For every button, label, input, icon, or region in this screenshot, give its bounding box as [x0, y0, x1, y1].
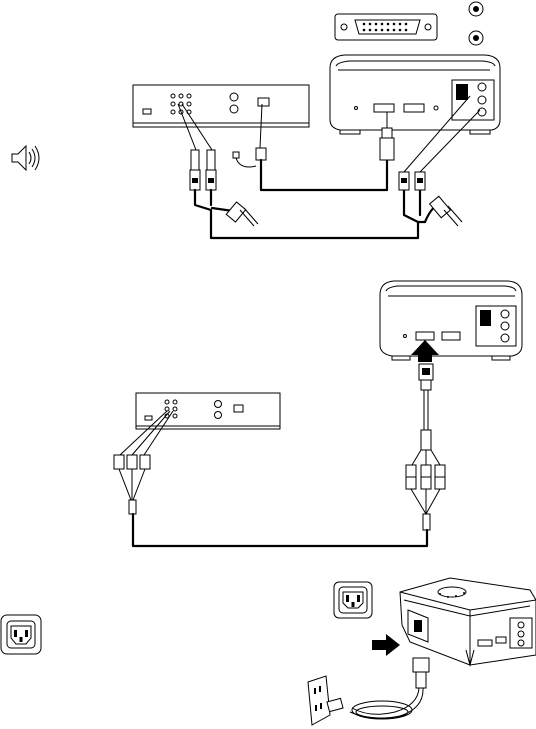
- projector-rear-2: [380, 281, 522, 360]
- component-cable: [133, 514, 427, 546]
- audio-jack-icon: [469, 2, 483, 45]
- video-source-device-2: [136, 393, 280, 429]
- projector-3d: [400, 578, 536, 665]
- wall-outlet-icon: [308, 676, 343, 725]
- speaker-icon: [12, 146, 39, 170]
- power-arrow-icon: [372, 634, 400, 656]
- video-source-device-1: [133, 85, 309, 127]
- power-cord: [350, 658, 429, 719]
- power-inlet-icon: [1, 582, 372, 654]
- m1-connector-icon: [412, 364, 440, 465]
- projector-rear-1: [330, 55, 500, 134]
- dvi-port-icon: [335, 14, 437, 40]
